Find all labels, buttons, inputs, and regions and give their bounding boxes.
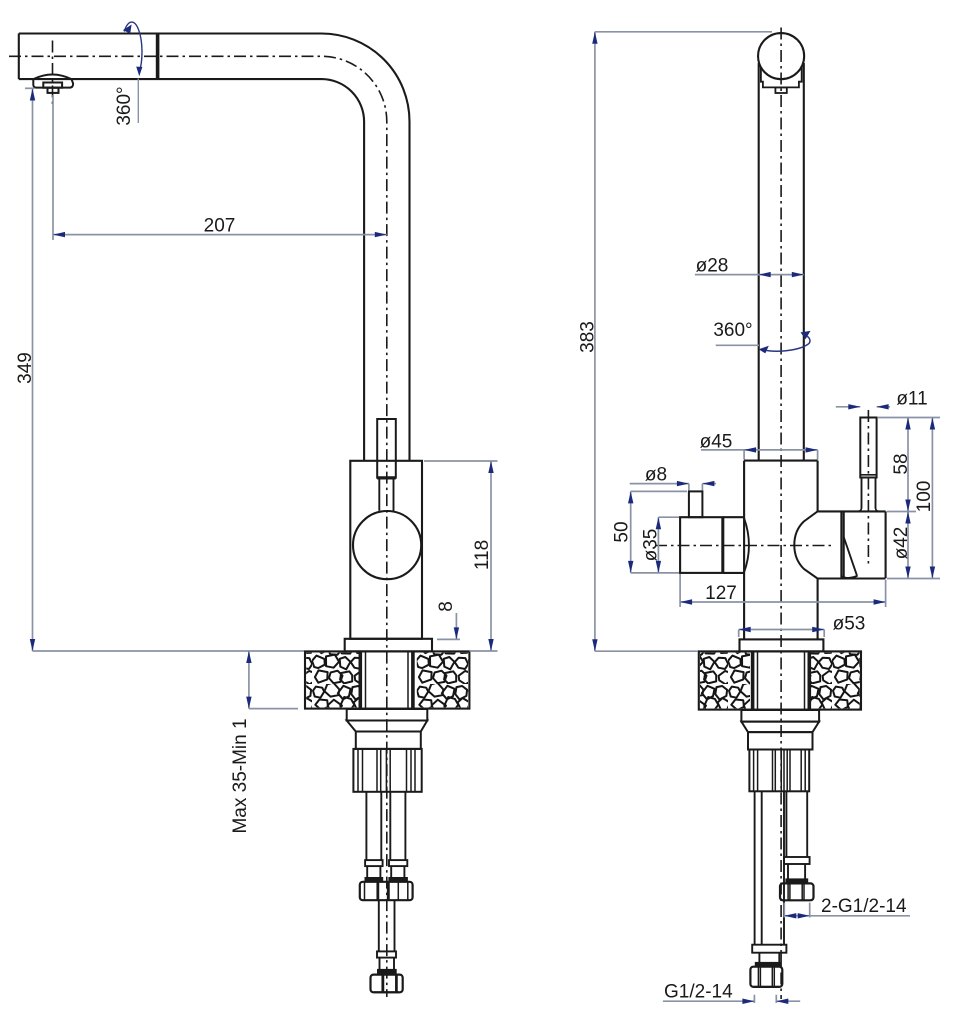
svg-text:100: 100 xyxy=(914,481,935,513)
svg-text:349: 349 xyxy=(15,352,36,384)
svg-text:ø53: ø53 xyxy=(833,614,866,635)
svg-text:Max 35-Min 1: Max 35-Min 1 xyxy=(230,718,251,833)
svg-text:207: 207 xyxy=(204,216,236,237)
svg-text:G1/2-14: G1/2-14 xyxy=(664,982,733,1003)
svg-text:ø35: ø35 xyxy=(641,529,662,562)
svg-text:360°: 360° xyxy=(713,320,752,341)
svg-text:ø28: ø28 xyxy=(696,256,729,277)
svg-text:ø42: ø42 xyxy=(891,527,912,560)
svg-text:118: 118 xyxy=(472,540,493,570)
svg-text:383: 383 xyxy=(578,321,599,353)
svg-text:8: 8 xyxy=(436,601,457,612)
svg-text:360°: 360° xyxy=(114,86,135,125)
svg-text:2-G1/2-14: 2-G1/2-14 xyxy=(821,896,907,917)
svg-text:ø45: ø45 xyxy=(700,432,733,453)
svg-text:ø8: ø8 xyxy=(645,465,667,486)
svg-text:127: 127 xyxy=(705,583,737,604)
svg-text:50: 50 xyxy=(612,521,633,542)
svg-text:58: 58 xyxy=(891,453,912,474)
svg-text:ø11: ø11 xyxy=(896,389,927,410)
